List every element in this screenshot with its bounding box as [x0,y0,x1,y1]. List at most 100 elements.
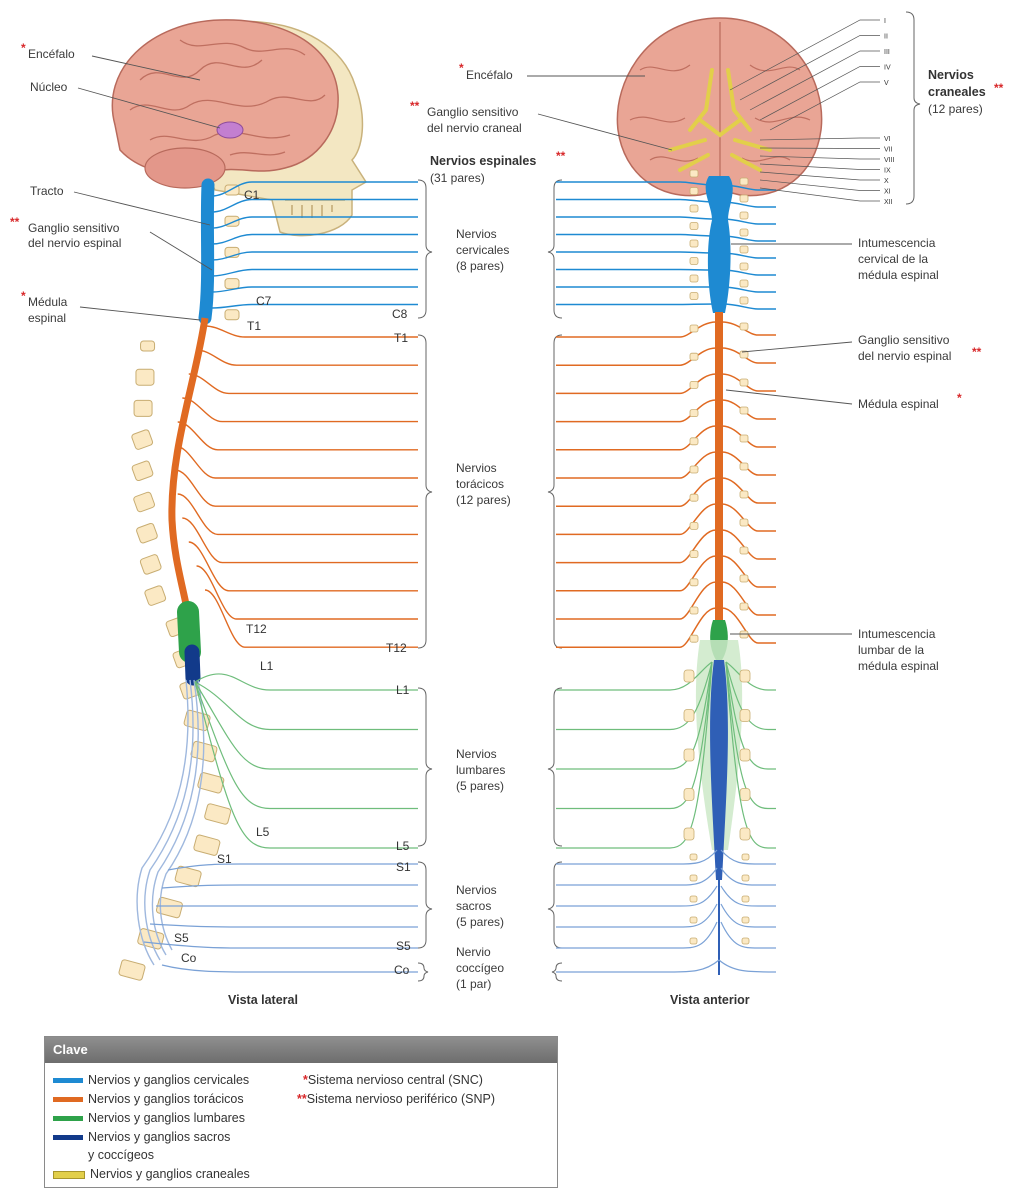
brace-cranial [906,12,920,204]
spinal-nerve-left [556,452,716,478]
spinal-nerve-line [197,566,418,619]
vertebra [174,866,201,888]
lumbar-label-1: Nervios [456,747,497,761]
anterior-label-ganglio-espinal-2: del nervio espinal [858,349,951,363]
ganglion [742,854,749,860]
lateral-label-nucleo: Núcleo [30,80,68,94]
spinal-nerve-left [556,217,716,219]
spinal-nerve-line [189,542,418,591]
ganglion [690,438,698,445]
ganglion [742,896,749,902]
vertebra [204,803,231,825]
spinal-nerve-right [722,400,776,419]
segment-label-l1: L1 [396,683,410,697]
vertebra [225,310,239,320]
ganglion [740,435,748,442]
lateral-label-encefalo: Encéfalo [28,47,75,61]
sacral-label-2: sacros [456,899,491,913]
anterior-label-ganglio-espinal-1: Ganglio sensitivo [858,333,950,347]
vertebra [134,400,152,416]
vertebra-label-c7: C7 [256,294,272,308]
brace-lumbar-left [548,688,562,846]
spinal-nerve-left [556,904,717,927]
spinal-nerve-right [722,478,776,503]
ganglion [740,603,748,610]
spinal-nerve-line [195,682,418,769]
vertebra-label-s5: S5 [174,931,189,945]
lumbar-label-2: lumbares [456,763,505,777]
spinal-nerve-line [182,518,418,563]
ganglion [740,407,748,414]
star-pns: ** [410,99,420,113]
spinal-nerves-title: Nervios espinales [430,154,536,168]
legend-cns-label: Sistema nervioso central (SNC) [308,1073,483,1087]
swatch-thoracic [53,1097,83,1102]
cervical-label-2: cervicales [456,243,509,257]
swatch-lumbar [53,1116,83,1121]
ganglion [690,896,697,902]
cervical-enlargement-1: Intumescencia [858,236,936,250]
vertebra [133,491,155,512]
legend-label: Nervios y ganglios cervicales [88,1073,249,1087]
anterior-label-medula: Médula espinal [858,397,939,411]
sacral-label-3: (5 pares) [456,915,504,929]
star-cns: * [459,61,464,75]
ganglion [740,749,750,761]
coccygeal-label-1: Nervio [456,945,491,959]
ganglion [740,789,750,801]
cranial-numeral: I [884,18,886,25]
spinal-nerve-left [556,235,716,237]
nucleus-illustration [217,122,243,138]
lateral-caption: Vista lateral [228,993,298,1007]
lateral-label-ganglio-2: del nervio espinal [28,236,121,250]
spinal-nerve-right [722,556,776,587]
legend-item-thoracic: Nervios y ganglios torácicos [53,1092,244,1106]
vertebra [136,523,158,544]
spinal-nerve-right [722,348,776,363]
legend-item-cranial: Nervios y ganglios craneales [53,1167,250,1181]
thoracic-label-1: Nervios [456,461,497,475]
ganglion [740,195,748,202]
segment-label-l5: L5 [396,839,410,853]
spinal-nerve-right [722,504,776,531]
ganglion [690,494,698,501]
cranial-leader [760,148,880,149]
spinal-nerve-line [195,682,418,730]
segment-label-co: Co [394,963,410,977]
ganglion [690,551,698,558]
cervical-enlargement-2: cervical de la [858,252,928,266]
legend-item-lumbar: Nervios y ganglios lumbares [53,1111,245,1125]
segment-label-t1: T1 [394,331,408,345]
ganglion [740,631,748,638]
brace-cervical-left [548,180,562,318]
ganglion [690,635,698,642]
anterior-label-encefalo: Encéfalo [466,68,513,82]
segment-label-s1: S1 [396,860,411,874]
spinal-nerve-right [722,452,776,475]
anterior-spinal-nerves [556,170,776,972]
cervical-label-1: Nervios [456,227,497,241]
spinal-nerve-line [178,422,418,450]
spinal-nerve-right [722,322,776,335]
ganglion [740,463,748,470]
ganglion [690,188,698,195]
ganglion [742,938,749,944]
lateral-label-medula-1: Médula [28,295,68,309]
cranial-numeral: III [884,49,890,56]
ganglion [690,579,698,586]
anterior-label-ganglio-craneal-2: del nervio craneal [427,121,522,135]
star-pns: ** [556,149,566,163]
segment-label-c8: C8 [392,307,408,321]
legend-item-sacral: Nervios y ganglios sacros [53,1130,230,1144]
ganglion [690,466,698,473]
brace-coccygeal-right [418,963,428,981]
legend-label: Nervios y ganglios craneales [90,1167,250,1181]
brace-sacral-left [548,862,562,948]
brace-thoracic-right [418,335,432,648]
lateral-label-tracto: Tracto [30,184,64,198]
ganglion [690,410,698,417]
cranial-nerves-title-1: Nervios [928,68,974,82]
spinal-nerve-left [556,960,719,972]
spinal-nerve-left [556,252,716,253]
legend-label: Nervios y ganglios sacros [88,1130,230,1144]
